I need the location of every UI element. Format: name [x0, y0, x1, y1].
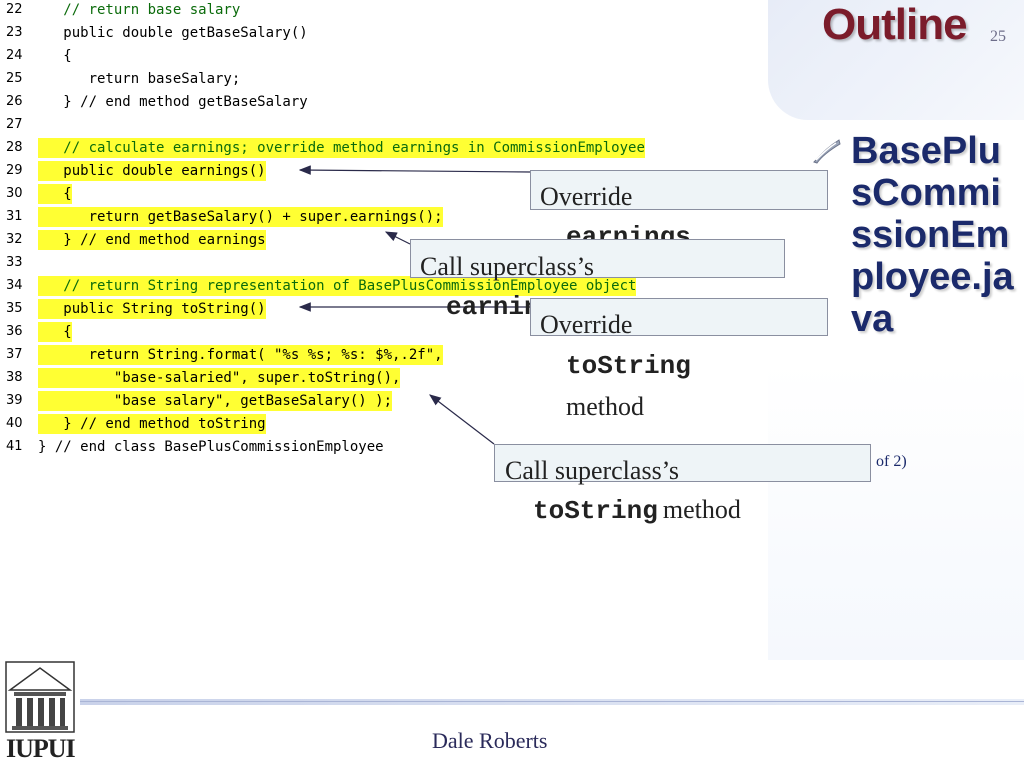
logo-text: IUPUI [6, 734, 76, 763]
callout-box-call-super-tostring [494, 444, 871, 482]
callout-call-super-tostring-line2-group: toString method [533, 495, 741, 528]
callout-call-super-earnings-line1: Call superclass’s [420, 252, 595, 281]
callout-box-call-super-earnings [410, 239, 785, 278]
callout-override-earnings-line1: Override [540, 182, 633, 211]
page-of-indicator: of 2) [876, 453, 907, 470]
callout-box-override-tostring [530, 298, 828, 336]
footer-decoration-line [80, 699, 1024, 705]
logo-icon [5, 661, 75, 733]
arrow-call-super-earnings [384, 231, 411, 245]
iupui-logo: IUPUI [4, 660, 76, 764]
callout-call-super-tostring-line3: method [662, 495, 741, 524]
callout-box-override-earnings [530, 170, 828, 210]
callout-call-super-tostring-line1: Call superclass’s [505, 456, 680, 485]
arrow-override-earnings [298, 165, 531, 175]
arrow-call-super-tostring [429, 394, 495, 445]
file-name-heading: BasePlusCommissionEmployee.java [851, 130, 1014, 340]
slide-number: 25 [990, 28, 1006, 45]
outline-title: Outline [822, 0, 968, 49]
author-name: Dale Roberts [432, 728, 548, 753]
callout-override-tostring-line2: toString [566, 351, 691, 381]
pen-bullet-icon [813, 139, 841, 164]
callout-override-tostring-line1: Override [540, 310, 633, 339]
outline-header-background [768, 0, 1024, 120]
callout-call-super-tostring-line2: toString [533, 496, 658, 526]
callout-override-tostring-line3: method [566, 392, 644, 421]
